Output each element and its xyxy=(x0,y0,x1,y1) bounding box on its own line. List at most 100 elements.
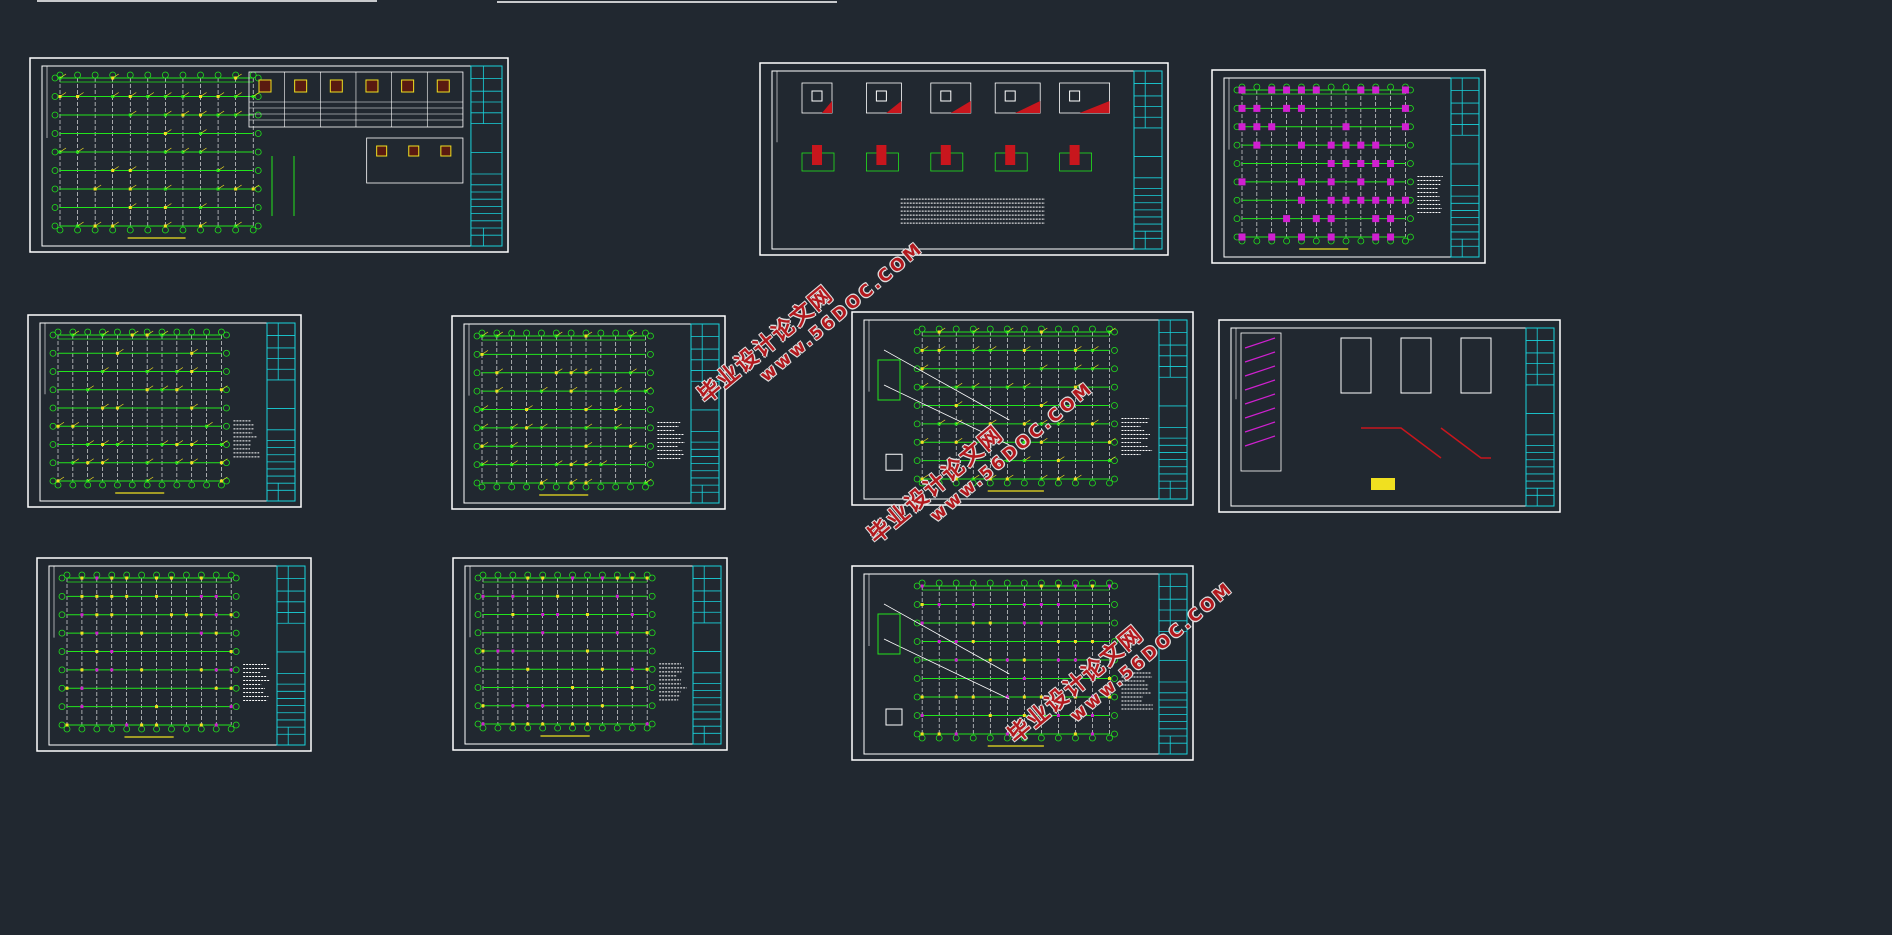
sheet-outer-frame xyxy=(851,311,1194,506)
axis-bubble xyxy=(648,592,656,600)
column-mark xyxy=(481,649,485,653)
axis-bubble xyxy=(647,461,654,469)
rebar-hatch xyxy=(1015,101,1041,113)
rebar-tag xyxy=(630,331,637,337)
rebar-tag xyxy=(585,478,593,484)
column-mark xyxy=(1073,732,1077,736)
rebar-tag xyxy=(161,385,169,391)
column-section xyxy=(329,79,343,93)
rebar-tag xyxy=(176,440,184,445)
drawing-sheet-8[interactable] xyxy=(36,557,312,752)
column-mark xyxy=(511,722,515,726)
column-mark xyxy=(1238,123,1246,131)
drawing-sheet-9[interactable] xyxy=(452,557,728,751)
column-mark xyxy=(1073,677,1077,680)
rebar-tag xyxy=(117,440,124,445)
rebar-tag xyxy=(235,73,242,79)
drawing-sheet-10[interactable] xyxy=(851,565,1194,761)
rebar-tag xyxy=(217,184,225,190)
axis-bubble xyxy=(473,424,481,432)
legend-block xyxy=(1371,478,1395,490)
pier xyxy=(1004,90,1016,102)
axis-bubble xyxy=(473,479,481,487)
column-mark xyxy=(1401,196,1409,204)
axis-bubble xyxy=(56,226,64,234)
axis-bubble xyxy=(254,130,262,137)
column-mark xyxy=(481,722,485,726)
column-mark xyxy=(1283,86,1291,94)
column-mark xyxy=(541,631,545,635)
column-mark xyxy=(481,704,485,708)
axis-bubble xyxy=(1407,215,1414,223)
axis-bubble xyxy=(1233,160,1241,167)
axis-bubble xyxy=(144,71,152,79)
structural-plan xyxy=(1233,83,1414,245)
axis-bubble xyxy=(1253,237,1261,245)
drawing-sheet-3[interactable] xyxy=(1211,69,1486,264)
axis-bubble xyxy=(612,329,620,337)
axis-bubble xyxy=(648,629,656,637)
rebar-tag xyxy=(496,368,504,374)
axis-bubble xyxy=(986,579,994,587)
rebar-tag xyxy=(165,147,172,153)
rebar-tag xyxy=(585,405,593,410)
footing-plan xyxy=(801,82,833,114)
axis-bubble xyxy=(51,111,59,119)
axis-bubble xyxy=(91,71,99,79)
drawing-sheet-7[interactable] xyxy=(1218,319,1561,513)
column-mark xyxy=(511,613,515,616)
column-mark xyxy=(1073,695,1077,699)
column-mark xyxy=(1253,104,1261,112)
axis-bubble xyxy=(913,383,921,391)
axis-bubble xyxy=(647,406,654,413)
column-mark xyxy=(125,576,129,580)
rebar-tag xyxy=(182,92,190,97)
axis-bubble xyxy=(197,725,205,733)
axis-bubble xyxy=(473,369,481,377)
axis-bubble xyxy=(473,350,481,358)
rebar-tag xyxy=(87,476,94,482)
column-mark xyxy=(1253,123,1261,131)
drawing-sheet-6[interactable] xyxy=(851,311,1194,506)
title-block xyxy=(276,565,306,746)
drawing-sheet-1[interactable] xyxy=(29,57,509,253)
column-mark xyxy=(1297,178,1305,186)
column-mark xyxy=(1342,123,1350,131)
column-mark xyxy=(541,613,545,616)
axis-bubble xyxy=(479,724,487,732)
rebar-tag xyxy=(165,129,172,134)
axis-bubble xyxy=(58,666,66,674)
rebar-tag xyxy=(146,367,154,372)
axis-bubble xyxy=(648,665,656,673)
rebar-tag xyxy=(1041,327,1048,333)
pier xyxy=(811,90,823,102)
rebar-tag xyxy=(165,92,172,97)
axis-bubble xyxy=(1111,638,1118,645)
rebar-tag xyxy=(182,110,190,116)
axis-bubble xyxy=(1054,734,1062,742)
axis-bubble xyxy=(1089,325,1096,333)
axis-bubble xyxy=(58,684,66,692)
structural-plan xyxy=(913,325,1118,487)
axis-bubble xyxy=(51,130,59,137)
column-mark xyxy=(229,650,233,653)
axis-bubble xyxy=(474,665,482,673)
axis-bubble xyxy=(509,724,517,732)
column-mark xyxy=(1401,104,1409,112)
rebar-tag xyxy=(990,474,997,480)
drawing-sheet-5[interactable] xyxy=(451,315,726,510)
column-mark xyxy=(1238,178,1246,186)
rebar-tag xyxy=(1092,364,1099,370)
rebar-tag xyxy=(132,330,139,336)
drawing-sheet-2[interactable] xyxy=(759,62,1169,256)
structural-plan xyxy=(51,71,262,234)
axis-bubble xyxy=(569,724,576,732)
axis-bubble xyxy=(913,693,921,701)
axis-bubble xyxy=(473,461,481,469)
axis-bubble xyxy=(173,481,181,489)
rebar-tag xyxy=(481,460,489,465)
column-mark xyxy=(1056,714,1060,717)
drawing-sheet-4[interactable] xyxy=(27,314,302,508)
column-mark xyxy=(920,603,924,606)
